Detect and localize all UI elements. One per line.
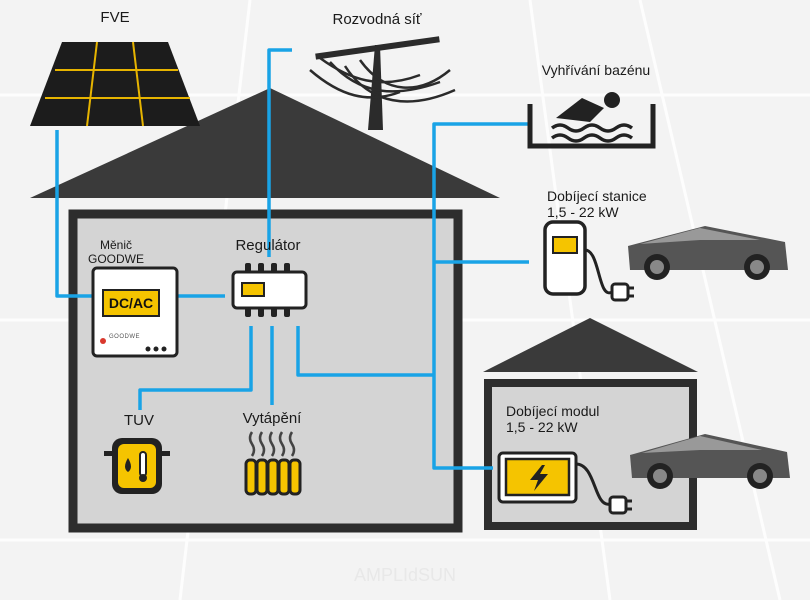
electric-car-icon [628, 226, 788, 280]
water-heater-icon [104, 438, 170, 494]
regulator-icon [231, 263, 308, 317]
inverter-icon [91, 266, 179, 358]
solar-panel-icon [30, 41, 200, 127]
inverter-logo: GOODWE [109, 334, 140, 340]
grid-label: Rozvodná síť [332, 11, 422, 28]
wire-bus [296, 326, 434, 377]
watermark: AMPLIdSUN [353, 565, 457, 585]
module-title: Dobíjecí modul [506, 403, 600, 419]
fve-label: FVE [100, 9, 130, 26]
inverter-display: DC/AC [108, 295, 154, 311]
module-power: 1,5 - 22 kW [506, 419, 578, 435]
electric-car-icon [630, 434, 790, 489]
station-title: Dobíjecí stanice [547, 188, 647, 204]
main-house-roof [30, 88, 500, 198]
swimmer-icon [527, 92, 656, 149]
tuv-label: TUV [124, 412, 154, 429]
wire-grid-regulator [267, 48, 292, 257]
pool-label: Vyhřívání bazénu [541, 62, 651, 78]
power-pylon-icon [309, 36, 456, 130]
inverter-title: Měnič [99, 238, 133, 252]
wire-fve-inverter [55, 130, 93, 298]
charging-module-icon [497, 451, 611, 506]
plug-icon [610, 282, 634, 302]
regulator-label: Regulátor [235, 237, 301, 254]
wiring [55, 48, 529, 470]
charging-station-icon [543, 220, 613, 296]
wire-tuv [138, 326, 253, 410]
inverter-brand: GOODWE [88, 252, 144, 266]
heating-label: Vytápění [242, 410, 302, 427]
garage-roof [483, 318, 698, 372]
radiator-icon [244, 431, 302, 496]
wire-trunk [432, 122, 529, 470]
station-power: 1,5 - 22 kW [547, 204, 619, 220]
plug-icon [608, 495, 632, 515]
